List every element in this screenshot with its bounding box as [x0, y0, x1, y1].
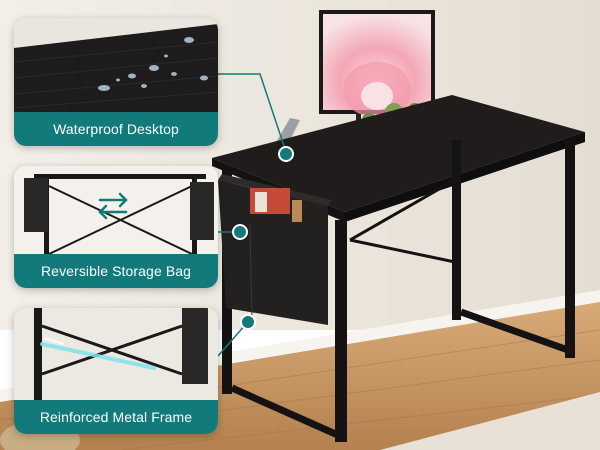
feature-card-metal-frame: Reinforced Metal Frame — [14, 308, 218, 434]
metal-frame-detail-image — [14, 308, 218, 400]
storage-bag-detail-image — [14, 166, 218, 254]
callout-dot-frame — [240, 314, 256, 330]
callout-dot-desktop — [278, 146, 294, 162]
feature-label-storage-bag: Reversible Storage Bag — [14, 254, 218, 288]
feature-card-waterproof: Waterproof Desktop — [14, 18, 218, 146]
monitor — [319, 10, 435, 126]
storage-bag — [218, 174, 332, 325]
swap-arrows-icon — [98, 192, 128, 220]
feature-label-metal-frame: Reinforced Metal Frame — [14, 400, 218, 434]
waterproof-detail-image — [14, 18, 218, 112]
feature-card-storage-bag: Reversible Storage Bag — [14, 166, 218, 288]
feature-label-waterproof: Waterproof Desktop — [14, 112, 218, 146]
callout-dot-bag — [232, 224, 248, 240]
